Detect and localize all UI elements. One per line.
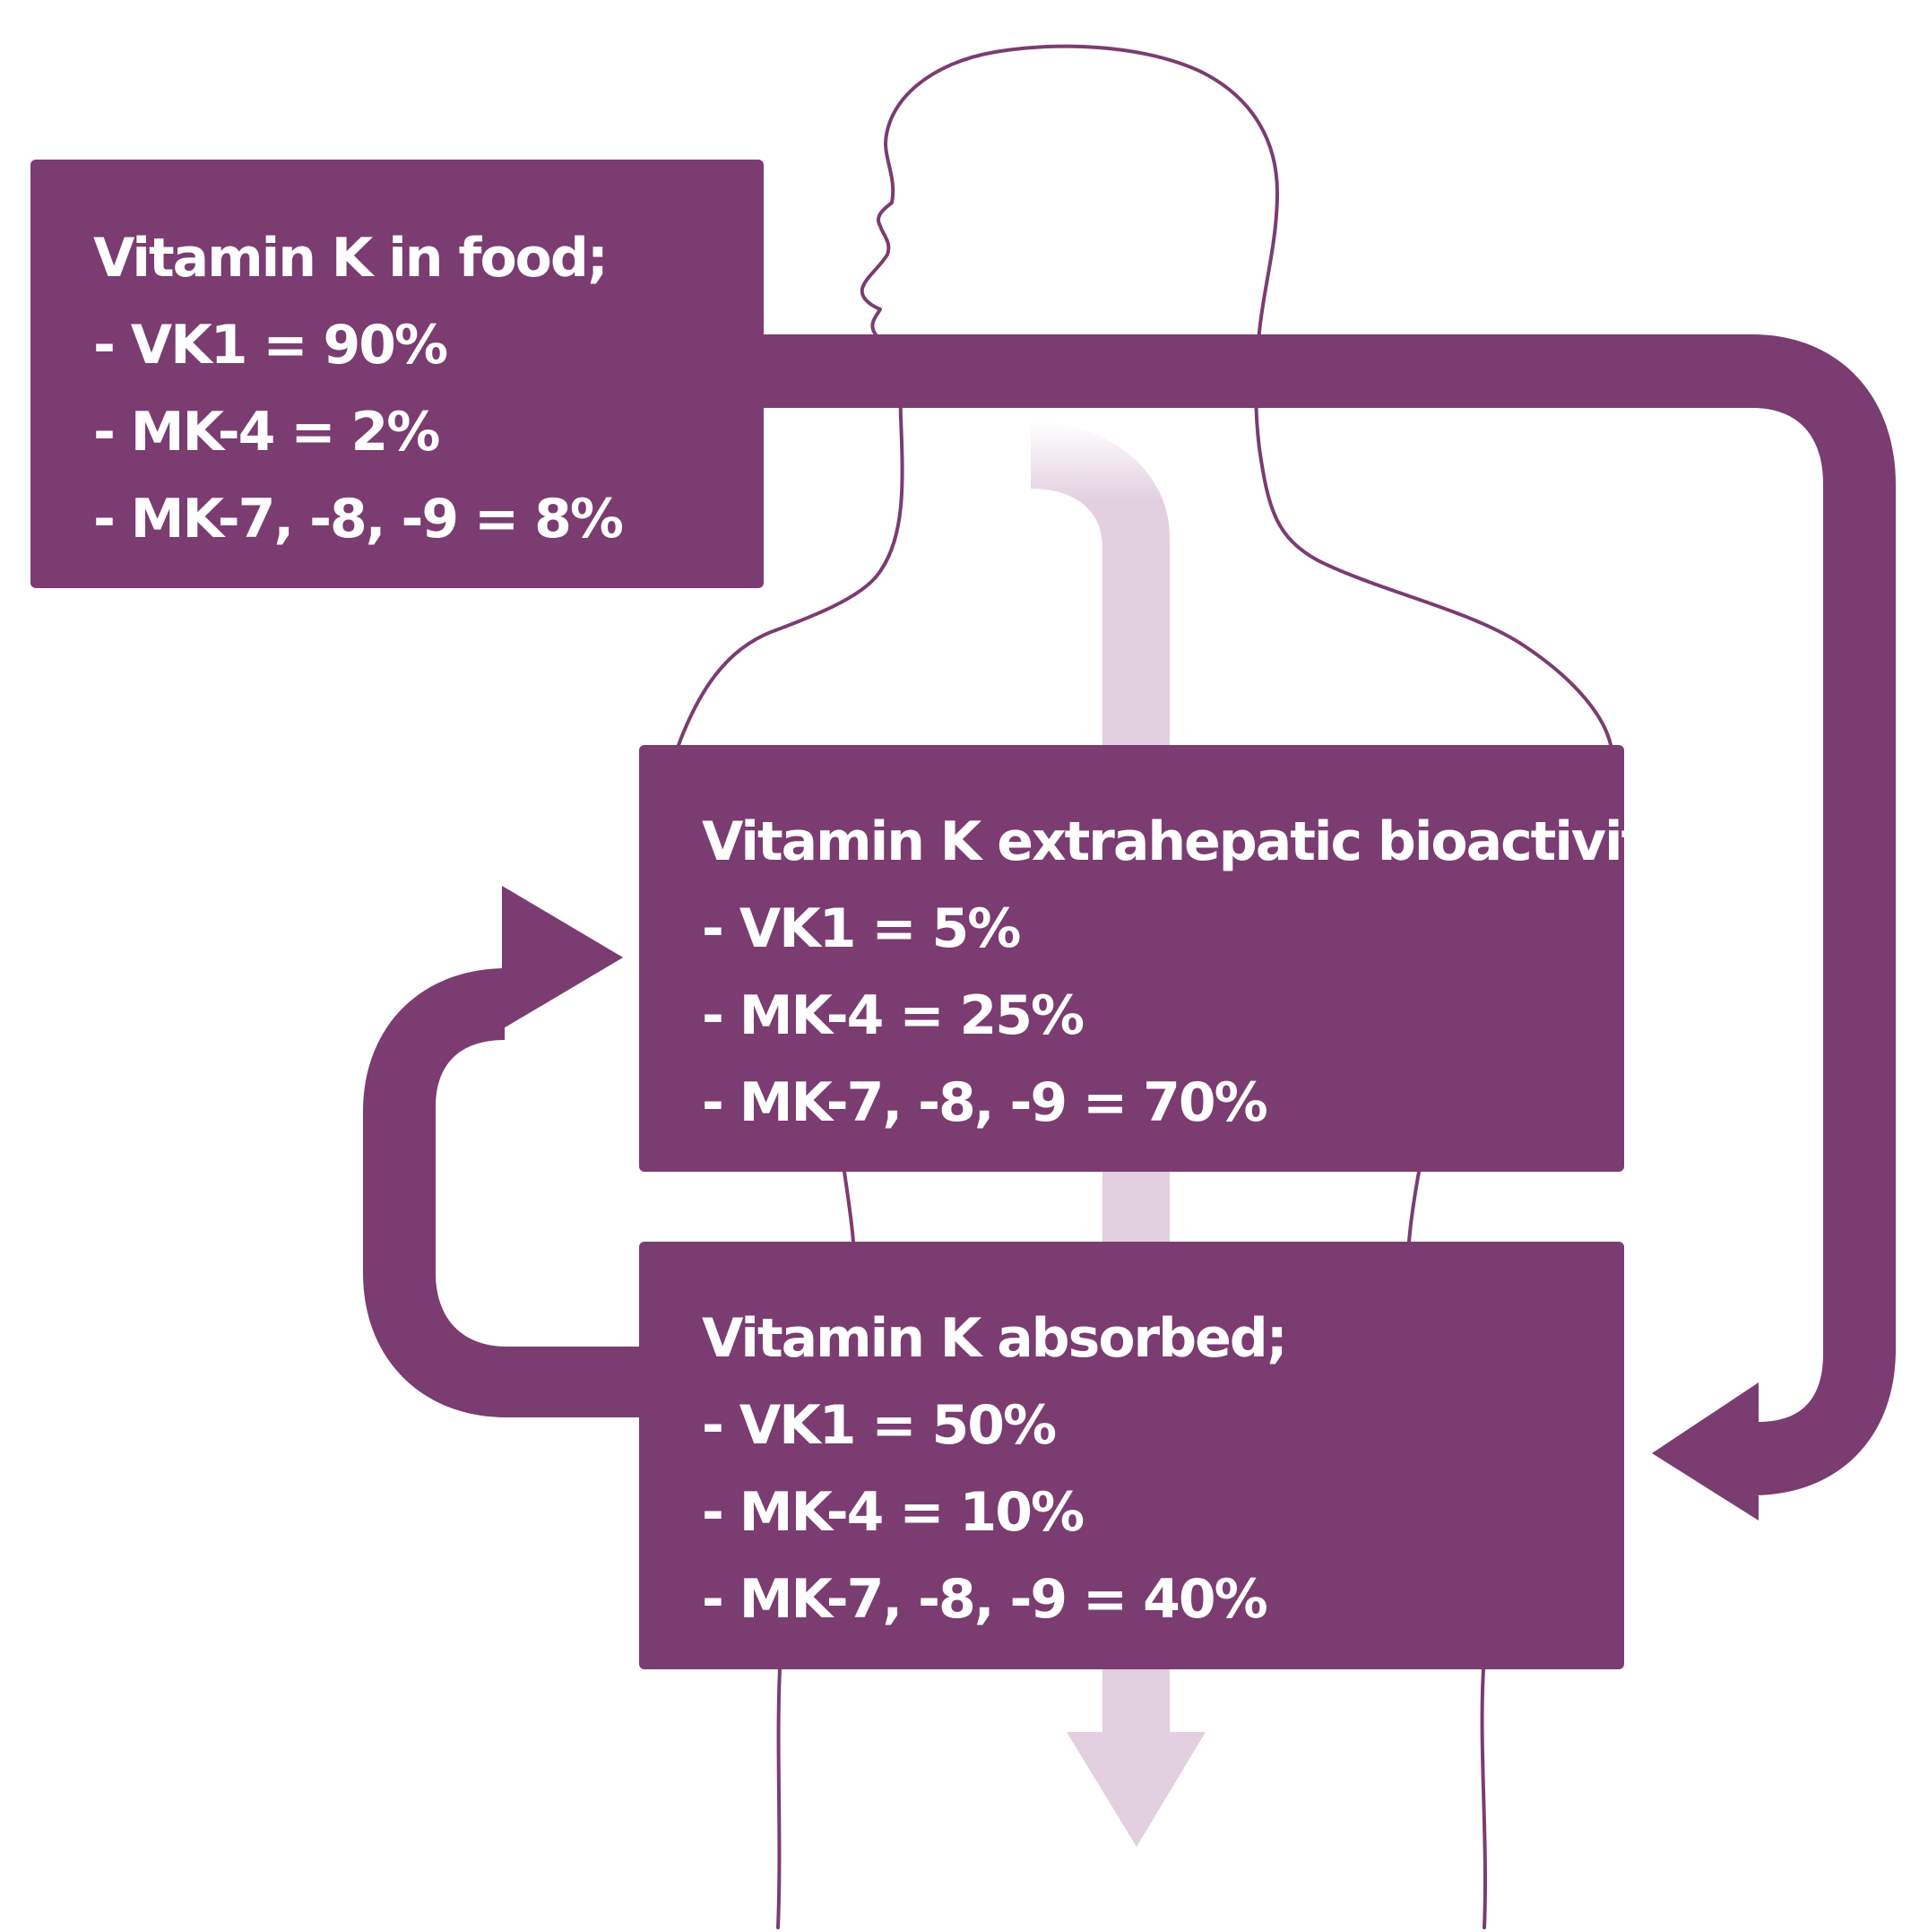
bioactivity-item-vk1: - VK1 = 5% bbox=[702, 897, 1021, 960]
absorbed-title: Vitamin K absorbed; bbox=[702, 1307, 1288, 1370]
bioactivity-title: Vitamin K extrahepatic bioactivity; bbox=[702, 810, 1699, 873]
absorbed-item-mk4: - MK-4 = 10% bbox=[702, 1481, 1085, 1544]
body-left-leg-icon bbox=[776, 1668, 782, 1929]
absorbed-item-vk1: - VK1 = 50% bbox=[702, 1394, 1057, 1457]
food-item-vk1: - VK1 = 90% bbox=[93, 314, 448, 377]
body-left-shoulder-icon bbox=[677, 416, 904, 747]
food-item-mk789: - MK-7, -8, -9 = 8% bbox=[93, 488, 624, 550]
bioactivity-item-mk789: - MK-7, -8, -9 = 70% bbox=[702, 1071, 1268, 1134]
vitamin-k-bioactivity-box: Vitamin K extrahepatic bioactivity; - VK… bbox=[639, 745, 1699, 1172]
curved-arrow-left-icon bbox=[363, 888, 639, 1417]
body-right-waist-icon bbox=[1407, 1170, 1421, 1243]
food-item-mk4: - MK-4 = 2% bbox=[93, 401, 440, 464]
body-right-leg-icon bbox=[1480, 1668, 1487, 1929]
digestive-flow-icon bbox=[1031, 421, 1206, 1847]
vitamin-k-in-food-box: Vitamin K in food; - VK1 = 90% - MK-4 = … bbox=[30, 160, 764, 588]
vitamin-k-absorbed-box: Vitamin K absorbed; - VK1 = 50% - MK-4 =… bbox=[639, 1242, 1624, 1669]
absorbed-item-mk789: - MK-7, -8, -9 = 40% bbox=[702, 1568, 1268, 1631]
human-silhouette-outline-icon bbox=[860, 44, 1612, 747]
food-title: Vitamin K in food; bbox=[93, 227, 609, 290]
body-left-waist-icon bbox=[843, 1170, 855, 1243]
left-arrow-head-icon bbox=[502, 886, 623, 1029]
bioactivity-item-mk4: - MK-4 = 25% bbox=[702, 984, 1085, 1047]
